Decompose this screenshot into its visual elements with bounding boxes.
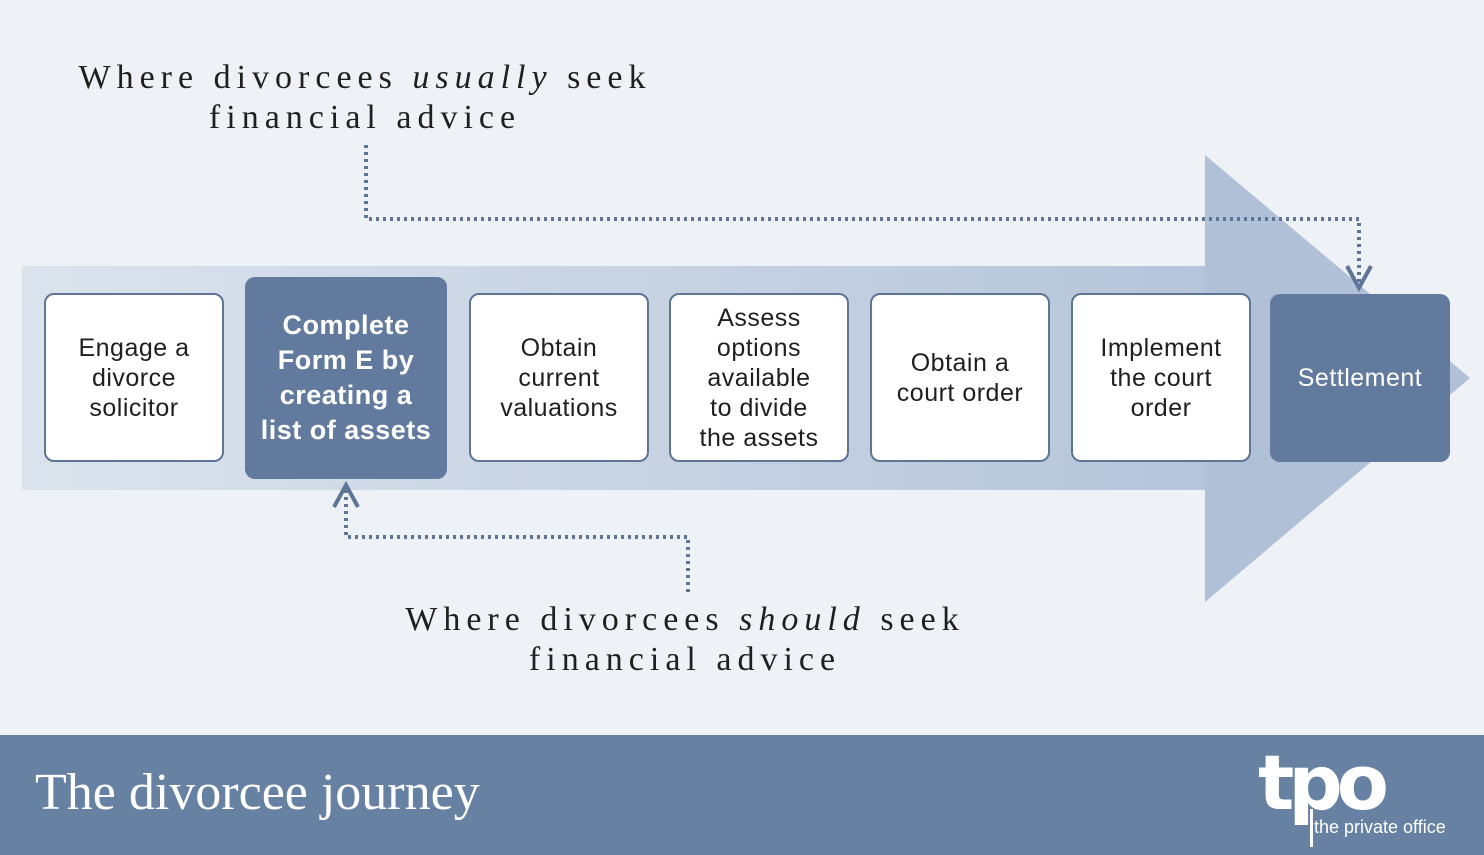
step-assess-options: Assess options available to divide the a…	[669, 293, 849, 462]
logo-divider	[1310, 809, 1313, 847]
footer-bar: The divorcee journey tpo the private off…	[0, 735, 1484, 855]
page-title: The divorcee journey	[35, 764, 480, 821]
caption-text: Where divorcees	[78, 59, 413, 96]
should-seek-advice-caption: Where divorcees should seek financial ad…	[350, 600, 1020, 680]
usually-seek-advice-caption: Where divorcees usually seek financial a…	[30, 58, 700, 138]
caption-text: seek	[552, 59, 652, 96]
caption-text: Where divorcees	[405, 601, 740, 638]
caption-emphasis: usually	[412, 59, 553, 96]
logo-mark: tpo	[1258, 738, 1389, 827]
step-engage-solicitor: Engage a divorce solicitor	[44, 293, 224, 462]
logo-subtitle: the private office	[1314, 817, 1446, 837]
usually-connector-line	[364, 145, 1361, 285]
tpo-logo: tpo the private office	[1258, 743, 1473, 849]
caption-text: seek	[865, 601, 965, 638]
caption-emphasis: should	[739, 601, 866, 638]
step-obtain-valuations: Obtain current valuations	[469, 293, 649, 462]
caption-line2: financial advice	[528, 641, 842, 678]
step-implement-court-order: Implement the court order	[1071, 293, 1251, 462]
caption-line2: financial advice	[208, 99, 522, 136]
step-complete-form-e: Complete Form E by creating a list of as…	[245, 277, 447, 479]
usually-connector-arrowhead	[1345, 265, 1373, 293]
should-connector-line	[344, 486, 690, 592]
step-settlement: Settlement	[1270, 294, 1450, 462]
should-connector-arrowhead	[332, 480, 360, 508]
step-obtain-court-order: Obtain a court order	[870, 293, 1050, 462]
